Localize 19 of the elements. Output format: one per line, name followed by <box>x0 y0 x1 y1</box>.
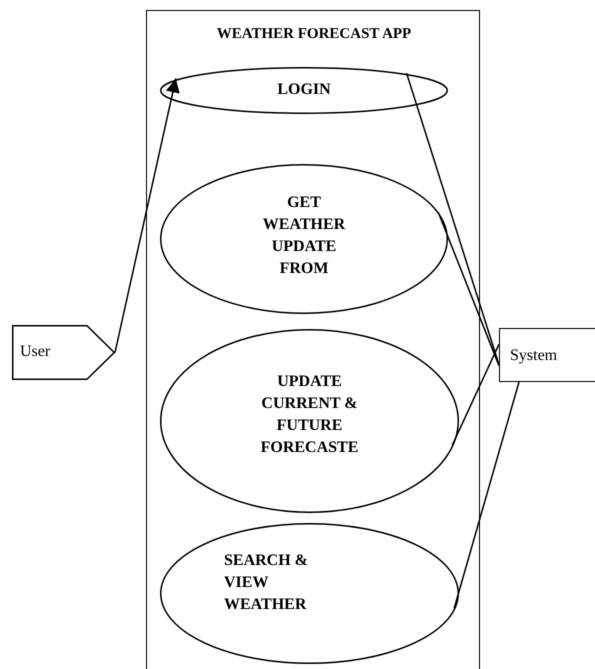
association-line <box>452 344 500 446</box>
actor-pentagon <box>12 325 115 380</box>
boundary-label: WEATHER FORECAST APP <box>216 25 412 44</box>
association-line <box>406 72 500 365</box>
actor-box <box>499 328 595 382</box>
use-case-label: LOGIN <box>276 80 332 100</box>
use-case-label: SEARCH & VIEW WEATHER <box>224 551 310 615</box>
use-case-ellipse <box>160 523 459 664</box>
actor-label: System <box>510 346 558 366</box>
arrow <box>114 78 180 353</box>
association-line <box>438 212 500 366</box>
use-case-ellipse <box>160 67 448 114</box>
use-case-label: GET WEATHER UPDATE FROM <box>262 193 346 279</box>
use-case-ellipse <box>160 329 459 513</box>
actor-label: User <box>20 342 52 362</box>
association-line <box>453 382 520 609</box>
use-case-ellipse <box>160 164 448 314</box>
system-boundary <box>146 10 480 669</box>
use-case-label: UPDATE CURRENT & FUTURE FORECASTE <box>260 372 360 458</box>
